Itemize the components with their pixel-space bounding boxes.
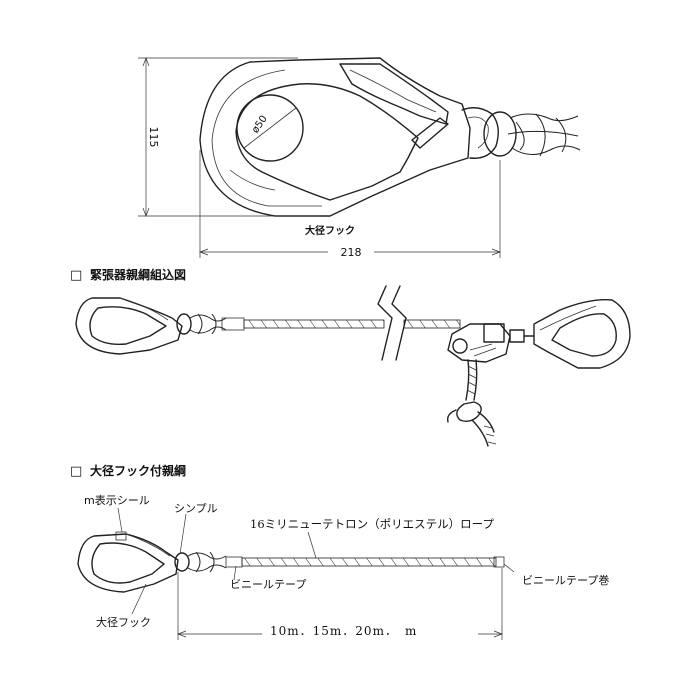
leader-rope	[307, 531, 317, 559]
right-hook-inner	[551, 313, 617, 357]
label-thimble: シンプル	[174, 502, 218, 515]
m-seal-mark	[115, 531, 127, 541]
tensioner-assembly-figure	[75, 285, 631, 447]
label-rope: 16ミリニューテトロン（ポリエステル）ロープ	[250, 517, 494, 531]
detail-rope	[507, 113, 581, 157]
leader-vinyl-wrap	[503, 563, 515, 573]
section1-checkbox: □	[70, 268, 82, 283]
lifeline-splice	[187, 551, 227, 573]
width-dimension	[199, 150, 501, 258]
leader-seal	[117, 507, 123, 533]
hook-eye-inner	[467, 116, 489, 149]
lifeline-vinyl-tape	[225, 556, 243, 568]
diameter-value: ø50	[250, 114, 270, 136]
hook-body-inner-line	[211, 69, 322, 207]
hook-detail-figure: 115 218 ø50 大径フック	[138, 57, 581, 259]
lifeline-hook-inner	[91, 542, 165, 584]
width-label-bg	[328, 244, 374, 258]
diameter-circle	[236, 94, 304, 162]
leader-hook	[131, 583, 147, 615]
label-hook: 大径フック	[96, 615, 151, 629]
break-mark-1	[377, 285, 393, 361]
height-dimension	[138, 57, 320, 217]
hook-lock-slot	[411, 117, 449, 149]
section1-title: 緊張器親綱組込図	[90, 267, 186, 282]
left-tape	[221, 317, 245, 331]
width-value: 218	[341, 246, 362, 259]
hook-caption: 大径フック	[305, 224, 355, 237]
lifeline-hook-outline	[77, 533, 179, 593]
rope-segment-left	[243, 319, 385, 329]
tensioner-device	[447, 323, 535, 363]
hook-body-outline	[199, 57, 471, 217]
right-hook-outline	[533, 299, 631, 369]
left-thimble	[176, 313, 192, 335]
diameter-line	[243, 107, 297, 149]
rope-segment-right	[403, 319, 461, 329]
length-label: 10m．15m．20m． m	[270, 624, 417, 638]
leader-vinyl-tape	[233, 565, 237, 581]
section2-checkbox: □	[70, 464, 82, 479]
lifeline-end-tape	[493, 556, 505, 568]
hook-inner-hole	[235, 83, 419, 201]
lifeline-thimble	[174, 552, 190, 572]
label-m-seal: m表示シール	[84, 493, 150, 507]
break-mark-2	[391, 285, 407, 361]
label-vinyl-tape-wrap: ビニールテープ巻	[522, 574, 609, 587]
left-hook-inner	[89, 306, 167, 346]
hook-gate-lever	[339, 63, 449, 125]
thimble-loop	[483, 111, 517, 157]
section2-title: 大径フック付親綱	[90, 463, 186, 478]
hook-gate-inner	[349, 69, 437, 113]
length-label-bg	[262, 624, 478, 638]
tail-rope	[446, 359, 497, 447]
hook-gap	[229, 169, 276, 191]
left-splice	[189, 313, 227, 335]
lifeline-figure: 10m．15m．20m． m m表示シール シンプル 16ミリニューテトロン（ポ…	[77, 493, 609, 640]
height-value: 115	[147, 127, 160, 148]
lifeline-rope	[241, 557, 497, 567]
label-vinyl-tape: ビニールテープ	[230, 578, 306, 591]
leader-thimble	[179, 513, 187, 555]
hook-eye	[461, 107, 499, 159]
